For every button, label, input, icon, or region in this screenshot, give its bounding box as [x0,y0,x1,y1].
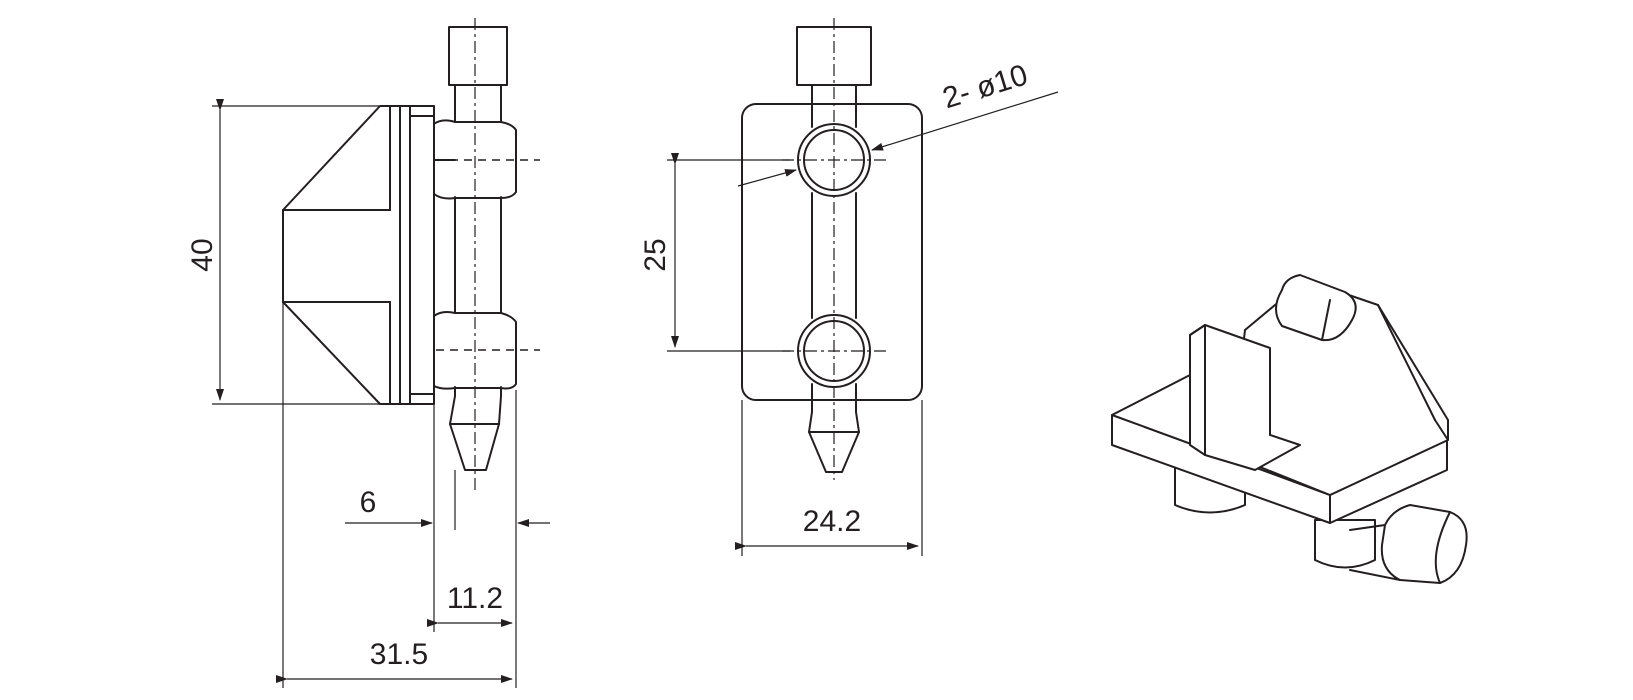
front-plate [741,103,923,401]
dim-depth-label: 31.5 [370,638,428,671]
thumb-screw-head [448,26,508,86]
side-view: 40 6 11.2 31.5 [186,18,550,688]
iso-side-knob [1380,504,1468,584]
dim-width-label: 24.2 [803,505,861,538]
iso-top-knob [1275,274,1357,342]
iso-fin [1189,324,1301,471]
clamp-tip [449,395,502,471]
dim-offset-label: 6 [360,486,377,519]
back-plate [409,105,435,405]
dim-spacing-label: 25 [639,238,672,271]
clamp-shaft [454,84,502,397]
isometric-view [1111,274,1468,584]
dim-hole-label: 2- ø10 [939,58,1032,115]
dim-height-label: 40 [186,238,219,271]
front-view: 25 2- ø10 24.2 [639,18,1059,556]
iso-pin-right [1314,519,1376,569]
dim-width-small-label: 11.2 [447,582,503,615]
